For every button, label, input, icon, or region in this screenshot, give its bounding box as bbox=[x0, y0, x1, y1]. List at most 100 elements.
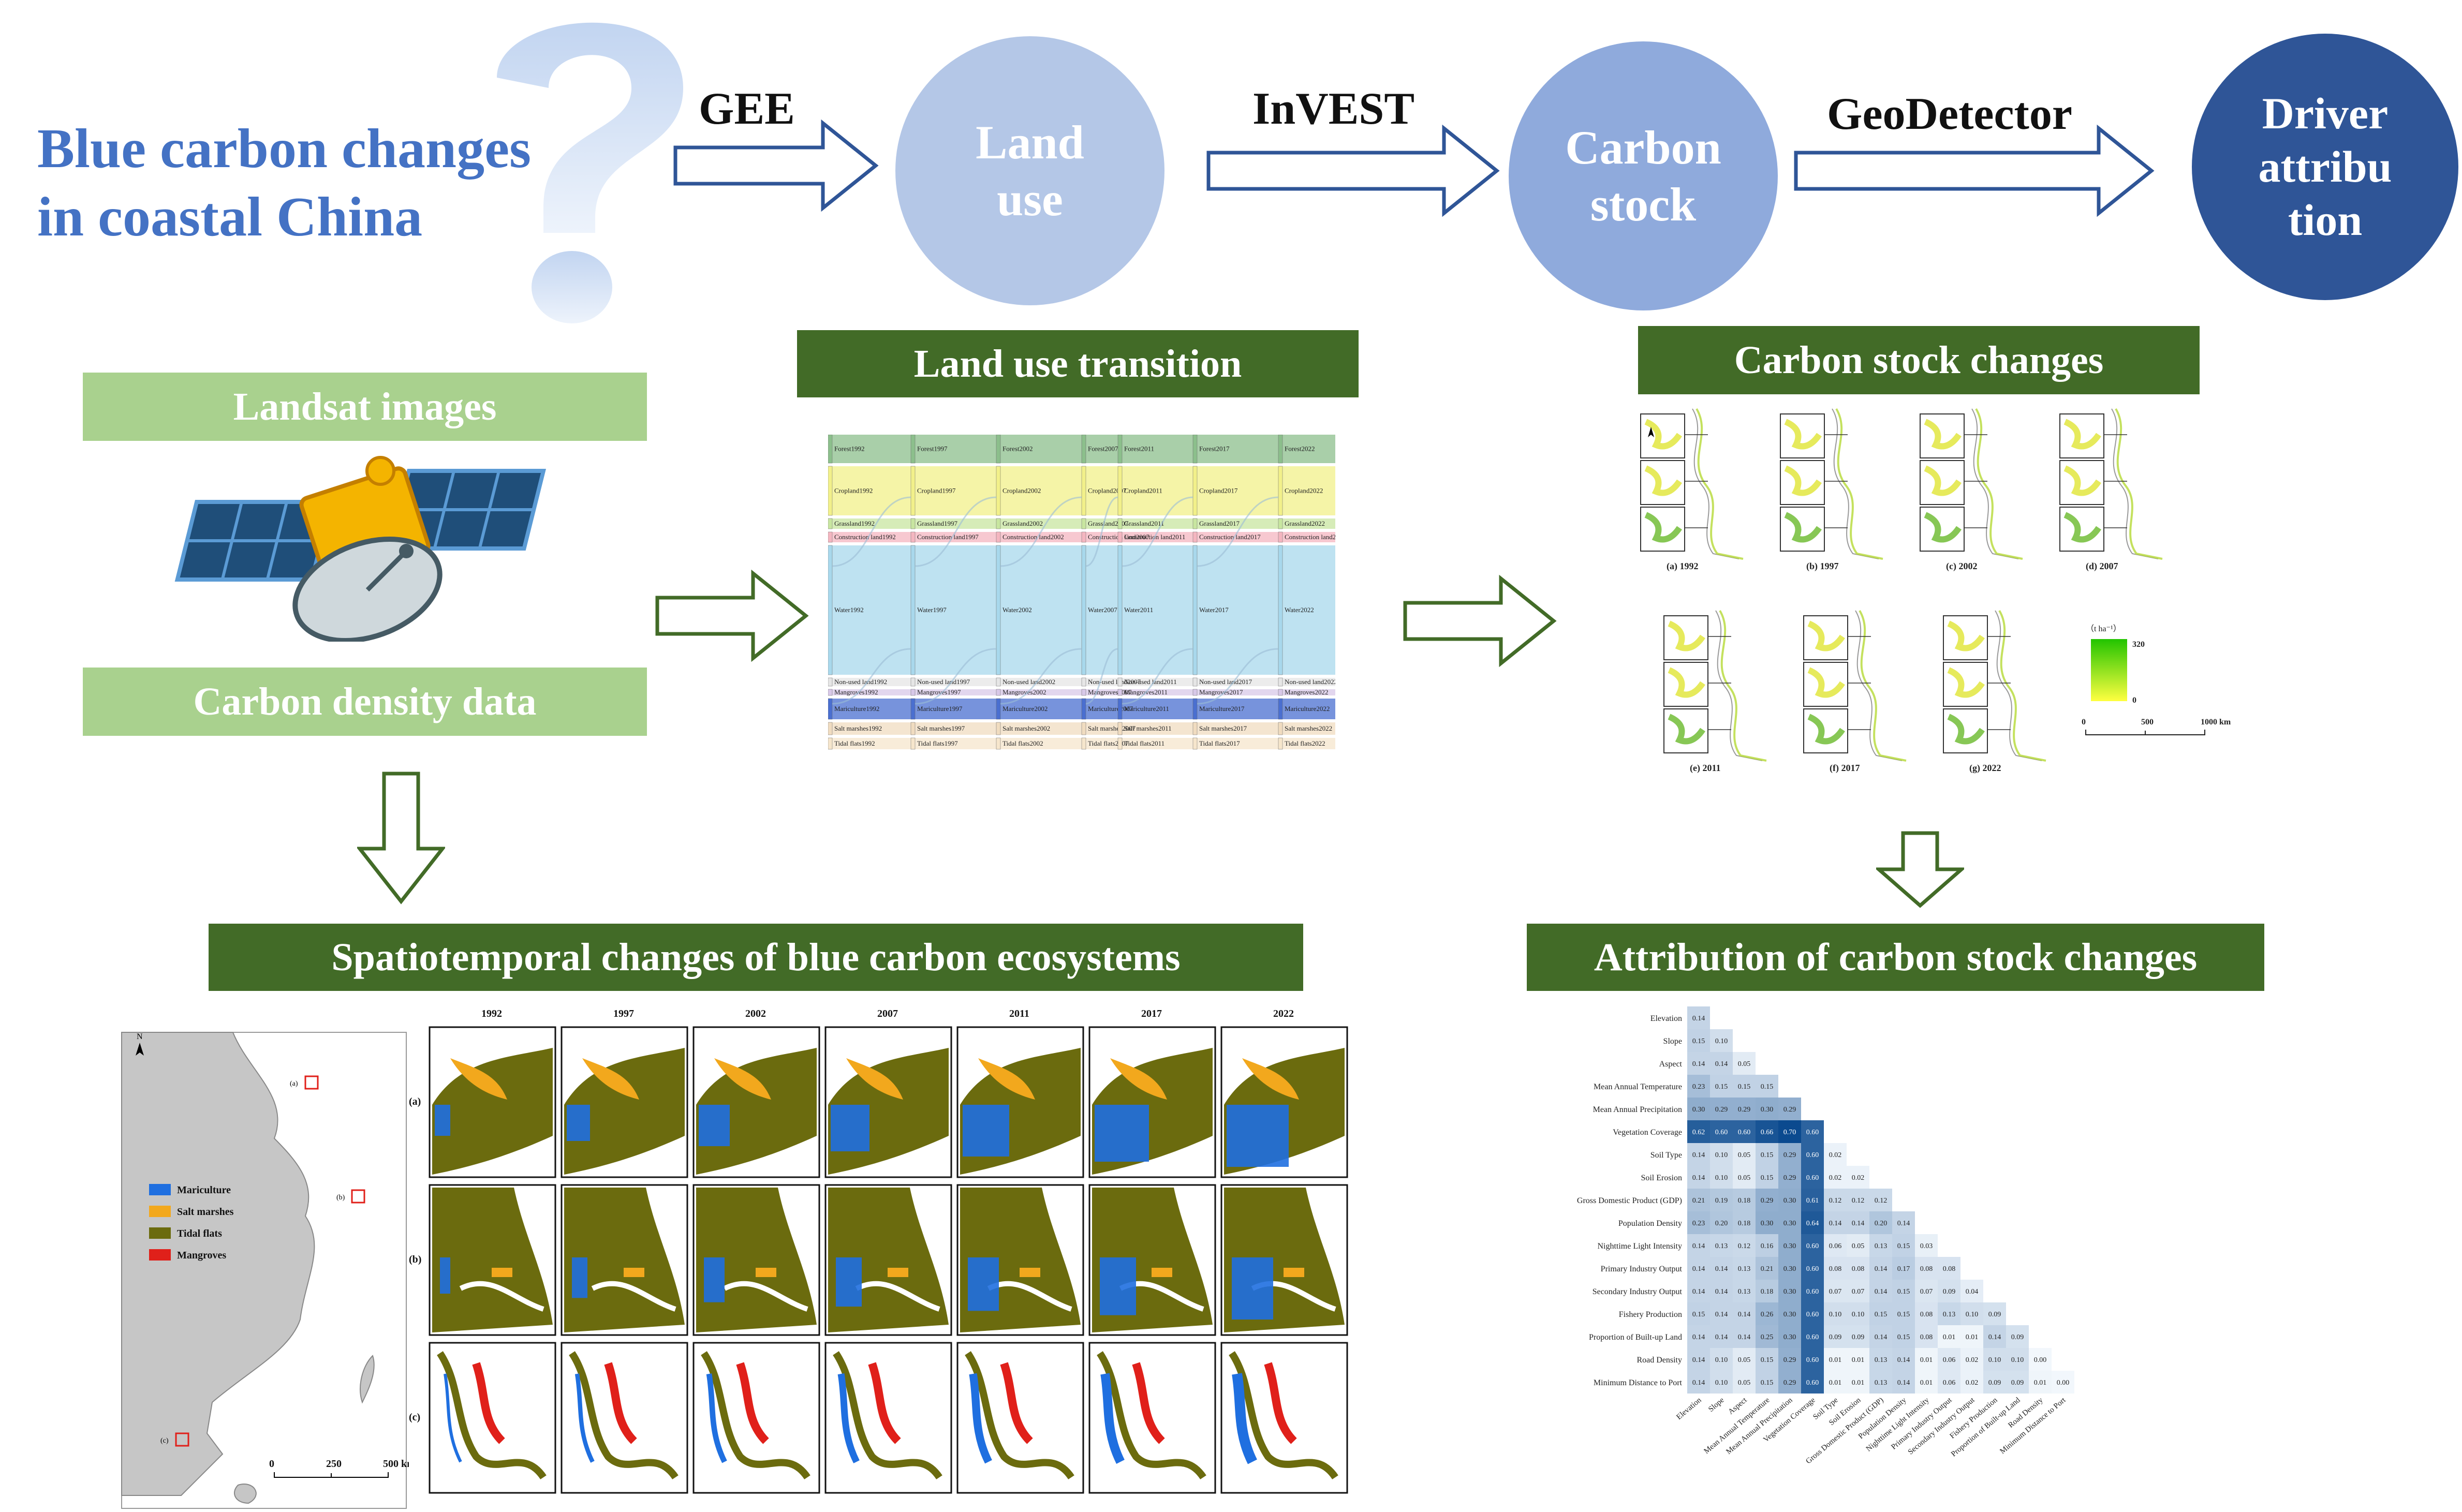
heatmap-value: 0.09 bbox=[1852, 1333, 1865, 1341]
heatmap-cell bbox=[2029, 1348, 2052, 1371]
sankey-node bbox=[1192, 677, 1198, 687]
heatmap-value: 0.10 bbox=[1966, 1311, 1979, 1318]
sankey-node bbox=[910, 698, 916, 720]
heatmap-value: 0.29 bbox=[1783, 1356, 1796, 1364]
sankey-node bbox=[996, 545, 1001, 675]
scale-label: 500 bbox=[2141, 718, 2154, 727]
heatmap-cell bbox=[1869, 1189, 1892, 1211]
legend-label: Salt marshes bbox=[177, 1206, 234, 1218]
study-area-box bbox=[175, 1432, 189, 1447]
heatmap-cell bbox=[1801, 1166, 1824, 1189]
heatmap-cell bbox=[1801, 1143, 1824, 1166]
legend-label: Mangroves bbox=[177, 1250, 226, 1261]
channel bbox=[591, 1281, 676, 1312]
inset-carbon bbox=[1924, 419, 1962, 450]
heatmap-cell bbox=[1756, 1371, 1778, 1394]
sankey-node bbox=[910, 677, 916, 687]
sankey-node-label: Cropland2007 bbox=[1088, 487, 1127, 495]
heatmap-value: 0.08 bbox=[1920, 1333, 1933, 1341]
sankey-node bbox=[1192, 737, 1198, 750]
tool-label-geodetector: GeoDetector bbox=[1827, 89, 2072, 139]
sankey-node-label: Water2002 bbox=[1003, 606, 1032, 614]
sankey-node bbox=[828, 435, 833, 464]
heatmap-cell bbox=[1756, 1098, 1778, 1120]
inset-carbon bbox=[2063, 512, 2101, 543]
ecosystem-map-cell bbox=[1220, 1342, 1348, 1494]
heatmap-value: 0.29 bbox=[1783, 1151, 1796, 1159]
legend-gradient bbox=[2091, 639, 2127, 701]
heatmap-cell bbox=[1778, 1348, 1801, 1371]
row-label: Soil Erosion bbox=[1641, 1174, 1682, 1182]
mariculture-patch bbox=[1095, 1105, 1149, 1162]
heatmap-cell bbox=[1960, 1348, 1983, 1371]
mariculture-patch bbox=[699, 1105, 730, 1146]
heatmap-cell bbox=[1847, 1257, 1869, 1280]
heatmap-cell bbox=[1801, 1280, 1824, 1302]
study-area-box bbox=[351, 1189, 365, 1204]
heatmap-cell bbox=[1778, 1211, 1801, 1234]
carbon-density-banner: Carbon density data bbox=[83, 668, 647, 736]
row-label: Proportion of Built-up Land bbox=[1589, 1333, 1682, 1342]
heatmap-cell bbox=[1733, 1302, 1756, 1325]
heatmap-value: 0.08 bbox=[1852, 1265, 1865, 1273]
heatmap-value: 0.00 bbox=[2057, 1379, 2070, 1387]
heatmap-value: 0.09 bbox=[2011, 1333, 2024, 1341]
scale-label: 250 bbox=[326, 1458, 342, 1470]
heatmap-cell bbox=[1778, 1280, 1801, 1302]
heatmap-value: 0.10 bbox=[1715, 1037, 1728, 1045]
landsat-banner: Landsat images bbox=[83, 373, 647, 441]
heatmap-cell bbox=[1778, 1325, 1801, 1348]
heatmap-value: 0.30 bbox=[1783, 1197, 1796, 1205]
coastline bbox=[2111, 408, 2159, 559]
heatmap-cell bbox=[1756, 1189, 1778, 1211]
heatmap-cell bbox=[1847, 1234, 1869, 1257]
sankey-node-label: Salt marshes2007 bbox=[1088, 724, 1136, 732]
sankey-node-label: Salt marshes2011 bbox=[1124, 724, 1172, 732]
sankey-node-label: Tidal flats1997 bbox=[917, 739, 958, 747]
sankey-node bbox=[828, 689, 833, 696]
heatmap-cell bbox=[1687, 1371, 1710, 1394]
heatmap-value: 0.18 bbox=[1738, 1220, 1751, 1227]
heatmap-cell bbox=[1847, 1280, 1869, 1302]
heatmap-cell bbox=[1983, 1371, 2006, 1394]
heatmap-value: 0.29 bbox=[1783, 1379, 1796, 1387]
heatmap-cell bbox=[1778, 1166, 1801, 1189]
sankey-node bbox=[1117, 698, 1123, 720]
heatmap-cell bbox=[1824, 1234, 1847, 1257]
heatmap-value: 0.29 bbox=[1715, 1106, 1728, 1114]
sankey-node-label: Construction land2022 bbox=[1285, 533, 1335, 541]
heatmap-cell bbox=[1938, 1325, 1960, 1348]
tidal-flats-patch bbox=[432, 1048, 553, 1175]
sankey-node bbox=[828, 677, 833, 687]
sankey-node bbox=[1081, 722, 1086, 735]
sankey-node bbox=[1081, 435, 1086, 464]
mariculture-patch bbox=[837, 1373, 860, 1463]
heatmap-value: 0.14 bbox=[1738, 1311, 1751, 1318]
heatmap-value: 0.70 bbox=[1783, 1129, 1796, 1136]
legend-label: Mariculture bbox=[177, 1184, 231, 1196]
inset-carbon bbox=[2063, 419, 2101, 450]
scale-label: 500 km bbox=[383, 1458, 409, 1470]
heatmap-cell bbox=[1687, 1006, 1710, 1029]
carbon-coast bbox=[1696, 408, 1744, 560]
carbon-coast bbox=[2115, 408, 2163, 560]
heatmap-cell bbox=[1733, 1143, 1756, 1166]
sankey-node-label: Water2022 bbox=[1285, 606, 1314, 614]
heatmap-value: 0.14 bbox=[1715, 1060, 1728, 1068]
heatmap-value: 0.02 bbox=[1829, 1174, 1842, 1182]
ecosystem-map-cell bbox=[956, 1026, 1084, 1178]
scale-label: 0 bbox=[2082, 718, 2086, 727]
heatmap-cell bbox=[1733, 1234, 1756, 1257]
map-caption: (c) 2002 bbox=[1946, 561, 1977, 572]
island bbox=[360, 1355, 375, 1404]
heatmap-value: 0.30 bbox=[1783, 1242, 1796, 1250]
sankey-node bbox=[1081, 466, 1086, 516]
heatmap-cell bbox=[1983, 1302, 2006, 1325]
heatmap-cell bbox=[1756, 1257, 1778, 1280]
heatmap-value: 0.23 bbox=[1692, 1083, 1705, 1091]
heatmap-cell bbox=[1960, 1325, 1983, 1348]
inset-carbon bbox=[1784, 512, 1822, 543]
heatmap-value: 0.12 bbox=[1852, 1197, 1865, 1205]
